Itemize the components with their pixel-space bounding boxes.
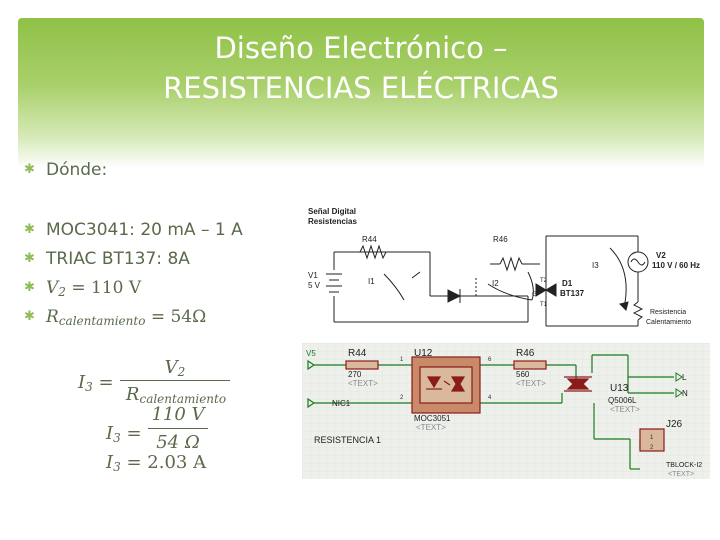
label-senal-digital: Señal Digital xyxy=(308,207,356,216)
label-u13-part: Q5006L xyxy=(608,396,637,405)
label-j26-pin-2: 2 xyxy=(650,445,654,451)
label-v1: V1 xyxy=(308,271,318,280)
label-r44: R44 xyxy=(362,235,377,244)
label-u12: U12 xyxy=(414,348,433,359)
label-j26-part: TBLOCK-I2 xyxy=(666,462,702,469)
label-t1: T1 xyxy=(540,302,548,308)
label-r46-text: <TEXT> xyxy=(516,379,546,388)
label-r44-value: 270 xyxy=(348,370,362,379)
label-v1-value: 5 V xyxy=(308,281,321,290)
bullet-marker-icon: ✱ xyxy=(24,222,35,237)
bullet-rcalentamiento: ✱ Rcalentamiento = 54Ω xyxy=(24,307,207,328)
label-g: G xyxy=(532,292,537,298)
terminal-l-icon xyxy=(675,372,683,382)
label-nic1: NIC1 xyxy=(332,399,351,408)
fraction-bar xyxy=(120,380,230,381)
bullet-marker-icon: ✱ xyxy=(24,251,35,266)
bullet-marker-icon: ✱ xyxy=(24,280,35,295)
label-u12-text: <TEXT> xyxy=(416,423,446,432)
label-n: N xyxy=(682,389,688,398)
label-r44-text: <TEXT> xyxy=(348,379,378,388)
label-d1: D1 xyxy=(562,279,573,288)
label-r46-value: 560 xyxy=(516,370,530,379)
fraction-bar xyxy=(148,428,208,429)
label-v5: V5 xyxy=(306,349,316,358)
label-j26-pin-1: 1 xyxy=(650,435,654,441)
label-r46: R46 xyxy=(493,235,508,244)
bullet-triac: ✱ TRIAC BT137: 8A xyxy=(24,249,190,269)
label-r46: R46 xyxy=(516,348,535,359)
label-resistencia-1: RESISTENCIA 1 xyxy=(314,435,381,445)
label-t2: T2 xyxy=(540,278,548,284)
slide-title: Diseño Electrónico – RESISTENCIAS ELÉCTR… xyxy=(18,28,704,108)
label-i3: I3 xyxy=(592,261,599,270)
label-j26-text: <TEXT> xyxy=(668,471,694,478)
label-pin-4: 4 xyxy=(488,395,492,401)
title-line-2: RESISTENCIAS ELÉCTRICAS xyxy=(163,71,559,105)
terminal-n-icon xyxy=(675,388,683,398)
title-line-1: Diseño Electrónico – xyxy=(214,31,508,65)
label-pin-6: 6 xyxy=(488,357,492,363)
bullet-v2: ✱ V2 = 110 V xyxy=(24,278,142,299)
label-i2: I2 xyxy=(492,279,499,288)
label-u12-part: MOC3051 xyxy=(414,414,451,423)
label-calentamiento: Calentamiento xyxy=(646,319,691,326)
bullet-marker-icon: ✱ xyxy=(24,162,35,177)
title-banner xyxy=(18,18,704,168)
label-resistencias: Resistencias xyxy=(308,217,357,226)
label-u13-text: <TEXT> xyxy=(610,405,640,414)
label-j26: J26 xyxy=(666,419,683,430)
label-r44: R44 xyxy=(348,348,367,359)
label-u13: U13 xyxy=(610,383,629,394)
equation-3: I3 = 2.03 A xyxy=(106,452,207,474)
schematic-bottom: V5 R44 270 <TEXT> U12 1 2 6 4 MOC3051 <T… xyxy=(302,343,710,479)
label-i1: I1 xyxy=(368,277,375,286)
label-l: L xyxy=(682,373,687,382)
label-v2-value: 110 V / 60 Hz xyxy=(652,261,700,270)
label-v2: V2 xyxy=(656,251,666,260)
label-pin-1: 1 xyxy=(400,357,404,363)
schematic-top: Señal Digital Resistencias R44 R46 V1 5 … xyxy=(308,207,700,327)
label-d1-value: BT137 xyxy=(560,289,585,298)
label-resistencia: Resistencia xyxy=(650,309,686,316)
label-pin-2: 2 xyxy=(400,395,404,401)
bullet-donde: ✱ Dónde: xyxy=(24,160,108,180)
bullet-moc3041: ✱ MOC3041: 20 mA – 1 A xyxy=(24,220,243,240)
bullet-marker-icon: ✱ xyxy=(24,309,35,324)
